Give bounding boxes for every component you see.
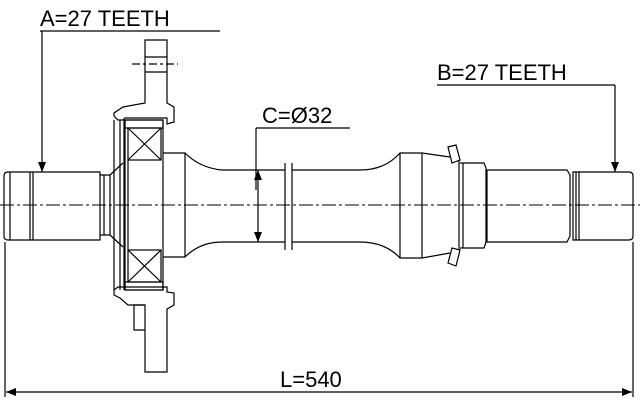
dimension-l-length	[4, 242, 634, 397]
dimension-a-leader	[38, 30, 220, 172]
dimension-b-leader	[437, 84, 619, 172]
label-b-teeth: B=27 TEETH	[437, 60, 567, 85]
label-a-teeth: A=27 TEETH	[40, 6, 170, 31]
shaft-body	[163, 152, 451, 259]
bearing	[124, 119, 164, 291]
dimension-c-diameter	[254, 127, 350, 242]
left-spline	[3, 162, 124, 248]
label-c-diameter: C=Ø32	[262, 103, 333, 128]
flange-housing	[113, 39, 178, 373]
right-spline	[572, 171, 634, 241]
right-shaft-steps	[447, 144, 571, 267]
label-l-length: L=540	[280, 367, 342, 392]
